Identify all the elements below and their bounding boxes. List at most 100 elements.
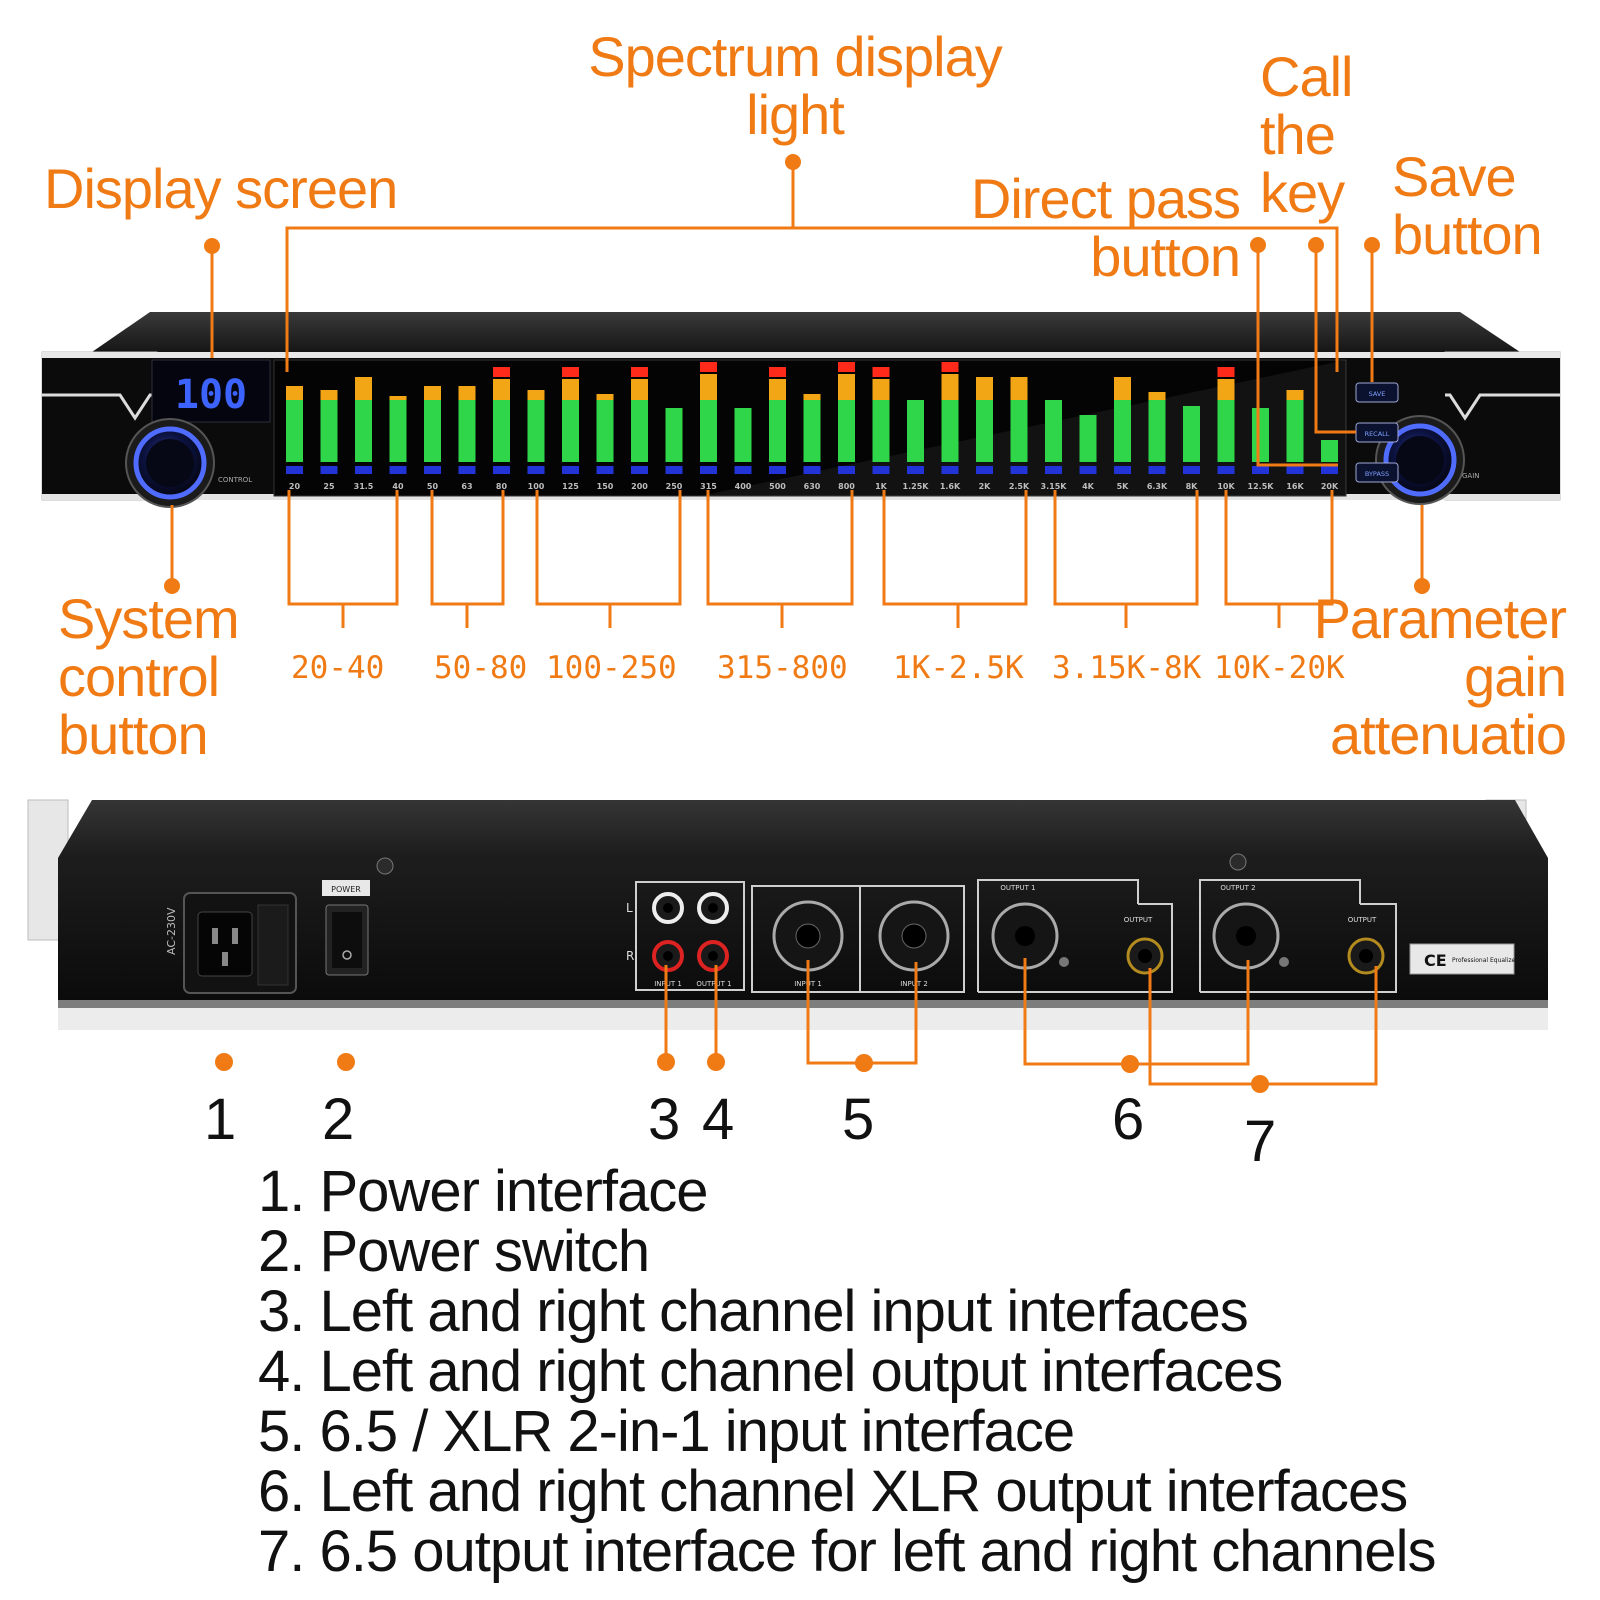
frequency-tick-label: 80 — [496, 482, 508, 491]
frequency-tick-label: 100 — [528, 482, 545, 491]
frequency-tick-label: 12.5K — [1248, 482, 1275, 491]
callout-call-key: Call the key — [1260, 48, 1353, 222]
spectrum-bar — [976, 377, 993, 474]
bar-base-segment — [424, 466, 441, 474]
rear-panel: AC-230V POWER L R INPUT 1 OUTPUT 1 I — [27, 799, 1548, 1030]
legend-list: 1. Power interface 2. Power switch 3. Le… — [258, 1162, 1436, 1584]
spectrum-bar — [941, 362, 959, 474]
frequency-tick-label: 500 — [769, 482, 786, 491]
bar-base-segment — [976, 466, 993, 474]
frequency-tick-label: 10K — [1217, 482, 1235, 491]
spectrum-bar — [320, 390, 338, 474]
bar-green-segment — [493, 400, 510, 462]
bar-base-segment — [838, 466, 855, 474]
label-output-b: OUTPUT — [1348, 916, 1377, 924]
label-rca-output1: OUTPUT 1 — [696, 980, 731, 988]
callout-display-line1: Display screen — [44, 157, 398, 220]
bar-red-segment — [838, 362, 855, 372]
legend-item-2: 2. Power switch — [258, 1219, 650, 1284]
bar-green-segment — [1045, 400, 1062, 462]
ce-mark: CE — [1424, 951, 1447, 970]
callout-save-button: Save button — [1392, 145, 1543, 266]
rca-block — [635, 881, 745, 991]
label-output1: OUTPUT 1 — [1000, 884, 1035, 892]
bar-amber-segment — [941, 374, 959, 400]
spectrum-bar — [803, 394, 821, 474]
bar-green-segment — [596, 400, 614, 462]
bar-base-segment — [665, 466, 683, 474]
frequency-tick-label: 315 — [700, 482, 717, 491]
bar-amber-segment — [1148, 392, 1166, 400]
bar-base-segment — [769, 466, 786, 474]
range-1k-2-5k: 1K-2.5K — [893, 650, 1024, 686]
frequency-tick-label: 250 — [666, 482, 683, 491]
save-button[interactable] — [1355, 382, 1399, 403]
frequency-tick-label: 4K — [1082, 482, 1095, 491]
combo-input-block — [751, 885, 965, 993]
legend-item-5: 5. 6.5 / XLR 2-in-1 input interface — [258, 1399, 1075, 1464]
bar-base-segment — [1079, 466, 1097, 474]
front-top-lid — [92, 312, 1520, 352]
bar-amber-segment — [700, 374, 717, 400]
bar-green-segment — [458, 400, 476, 462]
bar-green-segment — [872, 400, 890, 462]
bar-base-segment — [355, 466, 372, 474]
legend-item-6: 6. Left and right channel XLR output int… — [258, 1459, 1408, 1524]
range-3-15k-8k: 3.15K-8K — [1052, 650, 1202, 686]
bar-amber-segment — [1114, 377, 1131, 400]
bar-green-segment — [320, 400, 338, 462]
display-value: 100 — [175, 372, 247, 418]
spectrum-bar — [1321, 440, 1338, 474]
bar-base-segment — [1252, 466, 1269, 474]
label-output-a: OUTPUT — [1124, 916, 1153, 924]
save-button-label: SAVE — [1369, 390, 1386, 398]
label-input2: INPUT 2 — [900, 980, 928, 988]
range-315-800: 315-800 — [717, 650, 848, 686]
frequency-tick-label: 800 — [838, 482, 855, 491]
number-5: 5 — [842, 1087, 875, 1152]
voltage-label: AC-230V — [165, 907, 178, 955]
bar-green-segment — [1286, 400, 1304, 462]
frequency-tick-label: 1K — [875, 482, 888, 491]
bar-red-segment — [562, 367, 579, 377]
bar-base-segment — [286, 466, 303, 474]
bar-red-segment — [700, 362, 717, 372]
output1-block — [977, 879, 1173, 993]
frequency-tick-label: 1.25K — [903, 482, 930, 491]
bar-amber-segment — [562, 379, 579, 400]
range-50-80: 50-80 — [434, 650, 528, 686]
spectrum-bar — [1183, 406, 1200, 474]
spectrum-bar — [1045, 400, 1062, 474]
bar-base-segment — [320, 466, 338, 474]
callout-display-screen: Display screen — [44, 157, 398, 220]
bar-green-segment — [424, 400, 441, 462]
bar-amber-segment — [355, 377, 372, 400]
spectrum-bar — [458, 386, 476, 474]
spectrum-bar — [1148, 392, 1166, 474]
range-100-250: 100-250 — [546, 650, 677, 686]
callout-spectrum-line1: Spectrum display — [588, 25, 1003, 88]
bar-base-segment — [700, 466, 717, 474]
callout-save-line1: Save — [1392, 145, 1517, 208]
bar-green-segment — [665, 408, 683, 462]
bar-amber-segment — [976, 377, 993, 400]
spectrum-bar — [1217, 367, 1235, 474]
legend-item-7: 7. 6.5 output interface for left and rig… — [258, 1519, 1436, 1584]
bypass-button[interactable] — [1355, 462, 1399, 483]
callout-spectrum-light: Spectrum display light — [575, 28, 1015, 144]
bar-base-segment — [596, 466, 614, 474]
bar-green-segment — [527, 400, 545, 462]
spectrum-bars — [286, 362, 1338, 474]
bar-green-segment — [734, 408, 752, 462]
callout-save-line2: button — [1392, 203, 1543, 266]
frequency-tick-label: 63 — [461, 482, 472, 491]
label-rca-input1: INPUT 1 — [654, 980, 682, 988]
callout-gain-line1: Parameter — [1313, 587, 1567, 650]
bar-base-segment — [631, 466, 648, 474]
spectrum-bar — [1079, 415, 1097, 474]
spectrum-bar — [1010, 377, 1028, 474]
bar-red-segment — [769, 367, 786, 377]
bar-base-segment — [1217, 466, 1235, 474]
bar-green-segment — [355, 400, 372, 462]
